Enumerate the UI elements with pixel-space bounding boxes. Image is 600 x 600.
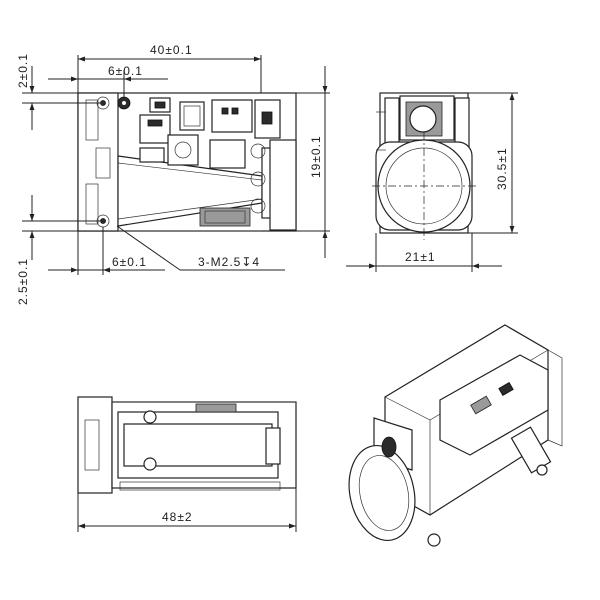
top-view-dimensions: 40±0.1 6±0.1 2±0.1 19±0.1 2.5±0.1 6±0.1 <box>16 43 330 305</box>
thread-note: 3-M2.5↧4 <box>198 255 260 269</box>
lens-isometric <box>348 444 416 542</box>
side-view <box>77 396 297 494</box>
dim-height-side: 19±0.1 <box>309 135 323 178</box>
top-view <box>77 92 297 232</box>
front-view <box>372 92 476 240</box>
front-view-dimensions: 30.5±1 21±1 <box>346 92 518 272</box>
dim-offset-top: 6±0.1 <box>108 64 143 78</box>
isometric-view <box>348 324 563 547</box>
dim-offset-left-top: 2±0.1 <box>16 53 30 88</box>
dim-width-top: 40±0.1 <box>150 43 193 57</box>
dim-front-width: 21±1 <box>405 250 436 264</box>
side-view-dimensions: 48±2 <box>77 488 297 532</box>
dim-side-length: 48±2 <box>162 510 193 524</box>
dim-offset-bottom: 6±0.1 <box>112 255 147 269</box>
dim-offset-left-bottom: 2.5±0.1 <box>16 258 30 305</box>
dim-front-height: 30.5±1 <box>495 147 509 190</box>
